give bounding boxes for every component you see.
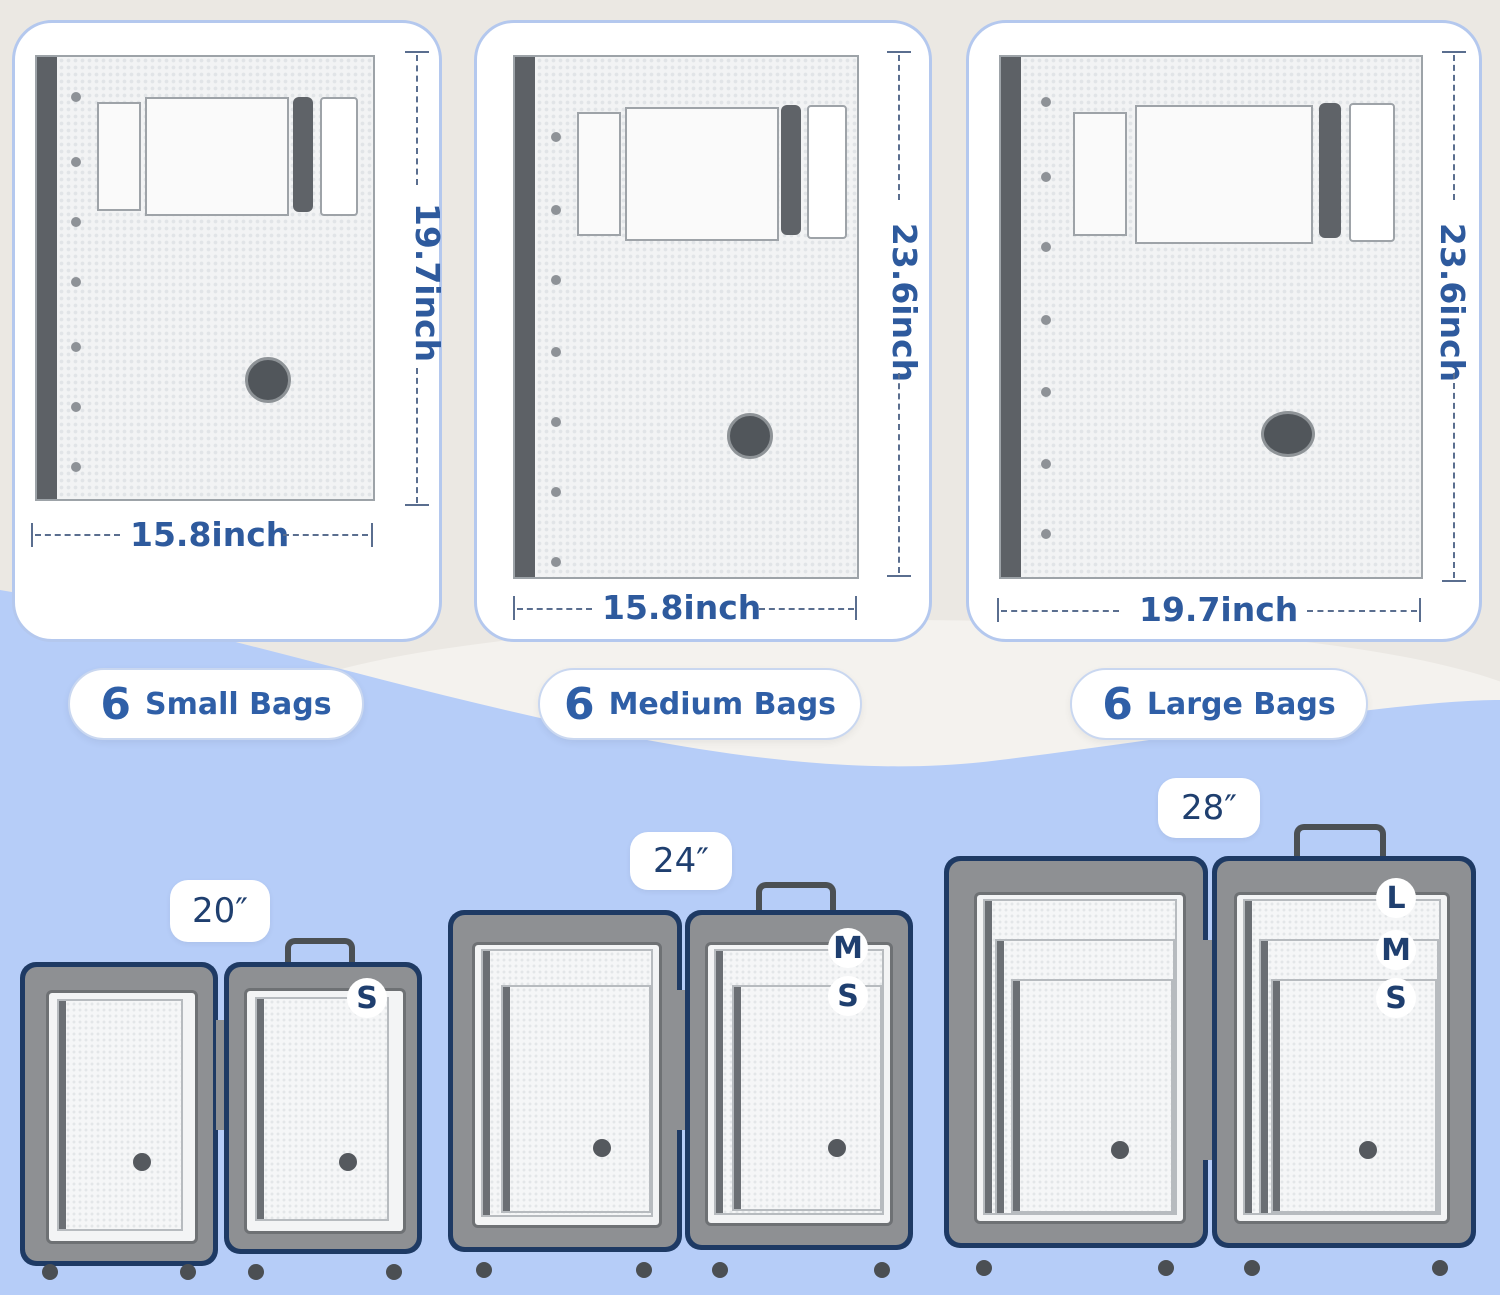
small-bag-width-label: 15.8inch [130,515,290,554]
medium-bag-card: 15.8inch 23.6inch [474,20,932,642]
large-bags-count-pill: 6 Large Bags [1070,668,1368,740]
suitcase-24-size-label: 24″ [630,832,732,890]
suitcase-24-tag-s: S [828,976,868,1016]
suitcase-24-tag-m: M [828,928,868,968]
medium-bag-width-label: 15.8inch [602,588,762,627]
small-bags-name: Small Bags [145,686,332,722]
suitcase-28-size-label: 28″ [1158,778,1260,838]
large-bags-name: Large Bags [1146,686,1336,722]
suitcase-20-tag-s: S [347,978,387,1018]
medium-vacuum-bag-image [513,55,859,579]
small-bag-card: 15.8inch 19.7inch [12,20,447,642]
medium-bag-height-label: 23.6inch [885,222,924,383]
large-bags-count: 6 [1102,678,1133,730]
suitcase-20-size-label: 20″ [170,880,270,942]
small-vacuum-bag-image [35,55,375,501]
large-bag-height-label: 23.6inch [1433,222,1472,383]
medium-bags-name: Medium Bags [608,686,837,722]
large-bag-card: 19.7inch 23.6inch [966,20,1482,642]
small-bags-count-pill: 6 Small Bags [68,668,364,740]
suitcase-28-tag-m: M [1376,930,1416,970]
small-bags-count: 6 [100,678,132,730]
suitcase-28-tag-l: L [1376,878,1416,918]
large-vacuum-bag-image [999,55,1423,579]
small-bag-height-label: 19.7inch [408,202,447,363]
suitcase-28-tag-s: S [1376,978,1416,1018]
large-bag-width-label: 19.7inch [1139,590,1299,629]
medium-bags-count: 6 [563,678,595,730]
medium-bags-count-pill: 6 Medium Bags [538,668,862,740]
